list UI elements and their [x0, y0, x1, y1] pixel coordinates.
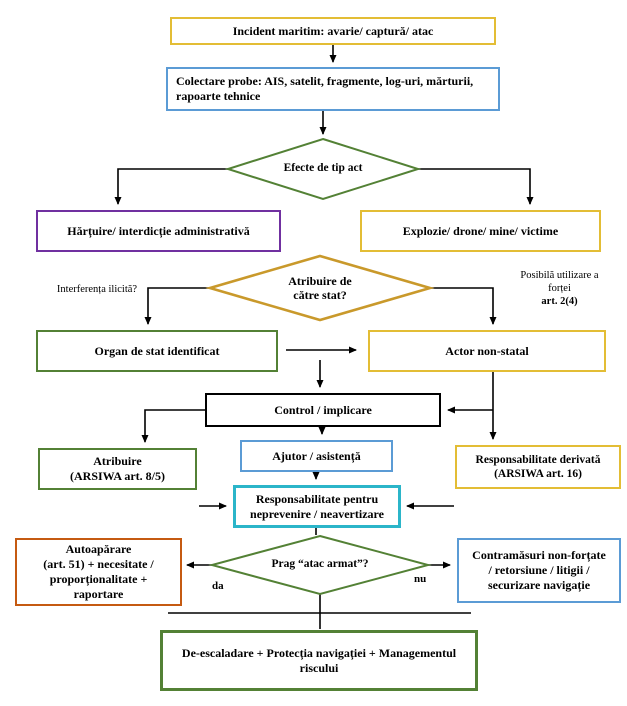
- edge-label-da: da: [212, 580, 224, 592]
- node-line: (art. 51) + necesitate /: [43, 557, 154, 571]
- edge-label-nu: nu: [414, 573, 426, 585]
- node-atribuire-arsiwa: Atribuire (ARSIWA art. 8/5): [38, 448, 197, 490]
- node-label: Prag “atac armat”?: [271, 558, 369, 571]
- decision-atribuire-diamond: [205, 254, 435, 322]
- node-line: Contramăsuri non-forțate: [472, 548, 606, 562]
- decision-prag-label: Prag “atac armat”?: [240, 553, 400, 577]
- node-explozie: Explozie/ drone/ mine/ victime: [360, 210, 601, 252]
- edge-control-to-atribuire-arsiwa: [141, 409, 205, 443]
- node-line: proporționalitate +: [49, 572, 148, 586]
- edge-label-text: Interferența ilicită?: [56, 284, 138, 295]
- node-autoaparare: Autoapărare (art. 51) + necesitate / pro…: [15, 538, 182, 606]
- node-label: Colectare probe: AIS, satelit, fragmente…: [176, 74, 474, 103]
- node-ajutor-asistenta: Ajutor / asistență: [240, 440, 393, 472]
- node-line: Autoapărare: [65, 542, 132, 556]
- node-hartuire: Hărțuire/ interdicție administrativă: [36, 210, 281, 252]
- decision-efecte-diamond: [224, 137, 422, 201]
- node-line: De-escaladare + Protecția navigației + M…: [181, 645, 457, 660]
- node-organ-de-stat: Organ de stat identificat: [36, 330, 278, 372]
- node-label: Organ de stat identificat: [94, 343, 220, 358]
- node-line: (ARSIWA art. 8/5): [70, 469, 165, 483]
- node-line: riscului: [299, 660, 339, 675]
- node-label: Efecte de tip act: [283, 162, 363, 175]
- edge-efecte-to-explozie: [418, 168, 534, 205]
- node-line: securizare navigație: [487, 578, 591, 592]
- decision-efecte-label: Efecte de tip act: [248, 157, 398, 181]
- node-line: Atribuire de: [288, 273, 352, 288]
- node-colectare-probe: Colectare probe: AIS, satelit, fragmente…: [166, 67, 500, 111]
- node-line: către stat?: [293, 288, 347, 302]
- node-label: Actor non-statal: [445, 343, 529, 358]
- edge-label-line: Posibilă utilizare a: [520, 270, 599, 281]
- node-line: (ARSIWA art. 16): [494, 468, 582, 480]
- edge-label-interferenta: Interferența ilicită?: [48, 283, 146, 296]
- node-line: Responsabilitate derivată: [475, 453, 601, 466]
- node-label: Explozie/ drone/ mine/ victime: [402, 223, 559, 238]
- node-line: Atribuire: [93, 454, 142, 468]
- edge-label-text: nu: [414, 573, 427, 585]
- edge-atribuire-to-actor: [430, 287, 497, 325]
- node-incident-maritim: Incident maritim: avarie/ captură/ atac: [170, 17, 496, 45]
- edge-label-line: art. 2(4): [541, 296, 578, 308]
- edge-label-posibila-utilizare: Posibilă utilizare a forței art. 2(4): [502, 269, 617, 308]
- node-line: raportare: [73, 587, 124, 601]
- node-contramasuri: Contramăsuri non-forțate / retorsiune / …: [457, 538, 621, 603]
- edge-atribuire-to-organ: [144, 287, 210, 325]
- node-label: Control / implicare: [274, 402, 372, 417]
- edge-efecte-to-hartuire: [114, 168, 228, 205]
- decision-atribuire-label: Atribuire de către stat?: [262, 268, 378, 308]
- node-label: Ajutor / asistență: [272, 448, 361, 463]
- node-deescaladare: De-escaladare + Protecția navigației + M…: [160, 630, 478, 691]
- node-label: Incident maritim: avarie/ captură/ atac: [232, 23, 434, 38]
- edge-label-line: forței: [548, 283, 571, 295]
- decision-prag-diamond: [208, 534, 432, 596]
- node-responsabilitate-derivata: Responsabilitate derivată (ARSIWA art. 1…: [455, 445, 621, 489]
- node-line: Responsabilitate pentru: [255, 491, 379, 506]
- node-responsabilitate-neprevenire: Responsabilitate pentru neprevenire / ne…: [233, 485, 401, 528]
- node-actor-non-statal: Actor non-statal: [368, 330, 606, 372]
- node-control-implicare: Control / implicare: [205, 393, 441, 427]
- node-label: Hărțuire/ interdicție administrativă: [67, 223, 250, 238]
- edge-label-text: da: [212, 580, 224, 592]
- node-line: neprevenire / neavertizare: [250, 506, 384, 521]
- node-line: / retorsiune / litigii /: [488, 563, 590, 577]
